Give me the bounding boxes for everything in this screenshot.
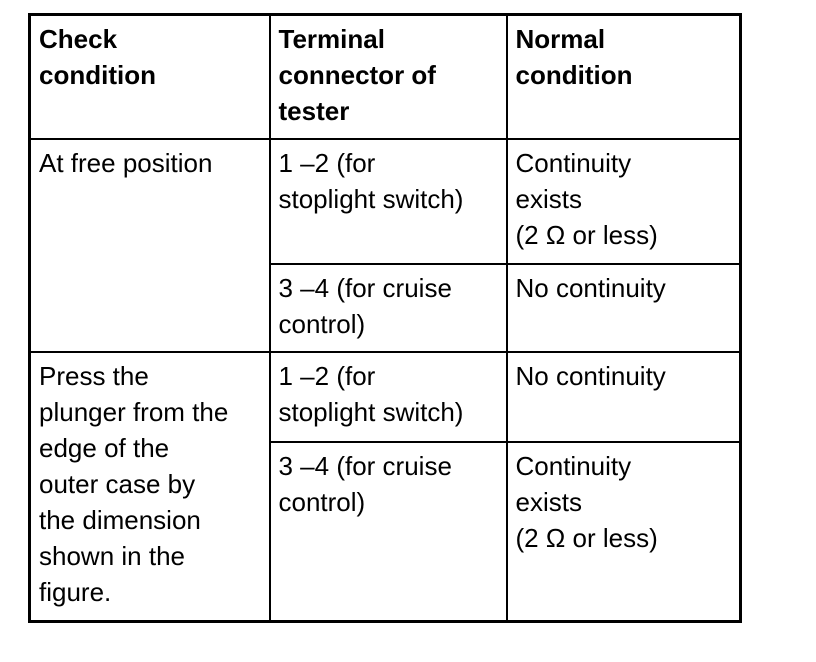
- table-row: 3 –4 (for cruise control) Continuity exi…: [30, 440, 742, 623]
- cell-normal-no-continuity: No continuity: [505, 350, 742, 443]
- header-check-condition: Check condition: [28, 13, 271, 140]
- cell-check-condition-press-plunger: Press the plunger from the edge of the o…: [28, 350, 271, 623]
- cell-normal-continuity-exists: Continuity exists (2 Ω or less): [505, 440, 742, 623]
- cell-terminal-stoplight: 1 –2 (for stoplight switch): [268, 137, 508, 265]
- cell-terminal-stoplight: 1 –2 (for stoplight switch): [268, 350, 508, 443]
- cell-terminal-cruise: 3 –4 (for cruise control): [268, 262, 508, 353]
- header-terminal-connector: Terminal connector of tester: [268, 13, 508, 140]
- cell-terminal-cruise: 3 –4 (for cruise control): [268, 440, 508, 623]
- table-row: At free position 1 –2 (for stoplight swi…: [28, 137, 742, 353]
- cell-check-condition-free-position: At free position: [28, 137, 271, 353]
- cell-normal-no-continuity: No continuity: [505, 262, 742, 353]
- cell-normal-continuity-exists: Continuity exists (2 Ω or less): [505, 137, 742, 265]
- table-row: 3 –4 (for cruise control) No continuity: [30, 262, 742, 353]
- table-header-row: Check condition Terminal connector of te…: [28, 13, 742, 140]
- table-row: Press the plunger from the edge of the o…: [28, 350, 742, 623]
- header-normal-condition: Normal condition: [505, 13, 742, 140]
- continuity-check-table: Check condition Terminal connector of te…: [28, 13, 742, 623]
